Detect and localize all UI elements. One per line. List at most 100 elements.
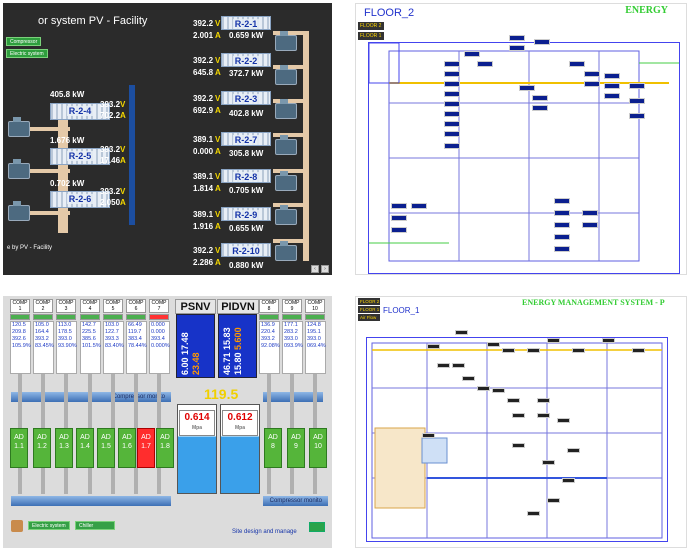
meter-tag[interactable] xyxy=(554,210,570,216)
tab-floor-1[interactable]: FLOOR 1 xyxy=(358,306,380,313)
meter-tag[interactable] xyxy=(391,215,407,221)
meter-tag[interactable] xyxy=(584,71,600,77)
compressor-button[interactable]: Compressor xyxy=(6,37,42,46)
nav-prev-icon[interactable]: ‹ xyxy=(311,265,319,273)
meter-tag[interactable] xyxy=(527,511,540,516)
meter-tag[interactable] xyxy=(444,91,460,97)
meter-tag[interactable] xyxy=(554,234,570,240)
meter-tag[interactable] xyxy=(391,227,407,233)
tab-floor-1[interactable]: FLOOR 1 xyxy=(358,32,384,40)
meter-tag[interactable] xyxy=(532,95,548,101)
meter-tag[interactable] xyxy=(584,81,600,87)
unit-r24[interactable]: R-2-4 xyxy=(50,103,110,120)
tab-floor-2[interactable]: FLOOR 2 xyxy=(358,22,384,30)
meter-tag[interactable] xyxy=(477,386,490,391)
meter-tag[interactable] xyxy=(444,71,460,77)
meter-tag[interactable] xyxy=(509,45,525,51)
meter-tag[interactable] xyxy=(444,143,460,149)
return-icon[interactable] xyxy=(309,522,325,532)
electric-system-button[interactable]: Electric system xyxy=(6,49,48,58)
meter-tag[interactable] xyxy=(422,433,435,438)
tab-floor-2[interactable]: FLOOR 2 xyxy=(358,298,380,305)
meter-tag[interactable] xyxy=(629,98,645,104)
meter-tag[interactable] xyxy=(444,111,460,117)
unit-r27[interactable]: R-2-7 xyxy=(221,132,271,146)
meter-tag[interactable] xyxy=(444,81,460,87)
meter-tag[interactable] xyxy=(562,478,575,483)
meter-tag[interactable] xyxy=(537,413,550,418)
meter-tag[interactable] xyxy=(582,210,598,216)
unit-r22[interactable]: R-2-2 xyxy=(221,53,271,67)
meter-tag[interactable] xyxy=(519,85,535,91)
meter-tag[interactable] xyxy=(452,363,465,368)
meter-tag[interactable] xyxy=(547,338,560,343)
meter-tag[interactable] xyxy=(444,121,460,127)
nav-next-icon[interactable]: › xyxy=(321,265,329,273)
unit-r23[interactable]: R-2-3 xyxy=(221,91,271,105)
meter-tag[interactable] xyxy=(582,222,598,228)
meter-tag[interactable] xyxy=(557,418,570,423)
tab-air-flow[interactable]: Air Flow xyxy=(358,314,380,321)
meter-tag[interactable] xyxy=(567,448,580,453)
meter-tag[interactable] xyxy=(455,330,468,335)
meter-tag[interactable] xyxy=(444,101,460,107)
meter-tag[interactable] xyxy=(444,61,460,67)
unit-r26[interactable]: R-2-6 xyxy=(50,191,110,208)
meter-tag[interactable] xyxy=(509,35,525,41)
meter-tag[interactable] xyxy=(427,344,440,349)
meter-tag[interactable] xyxy=(512,443,525,448)
unit-r29[interactable]: R-2-9 xyxy=(221,207,271,221)
unit-r210[interactable]: R-2-10 xyxy=(221,243,271,257)
meter-tag[interactable] xyxy=(629,83,645,89)
meter-tag[interactable] xyxy=(632,348,645,353)
meter-tag[interactable] xyxy=(444,131,460,137)
meter-tag[interactable] xyxy=(629,113,645,119)
unit-r21[interactable]: R-2-1 xyxy=(221,16,271,30)
meter-tag[interactable] xyxy=(547,498,560,503)
chiller-button[interactable]: Chiller xyxy=(75,521,115,530)
meter-tag[interactable] xyxy=(554,246,570,252)
meter-tag[interactable] xyxy=(512,413,525,418)
meter-tag[interactable] xyxy=(411,203,427,209)
meter-tag[interactable] xyxy=(391,203,407,209)
meter-tag[interactable] xyxy=(477,61,493,67)
meter-tag[interactable] xyxy=(492,388,505,393)
electric-system-button[interactable]: Electric system xyxy=(28,521,70,530)
meter-tag[interactable] xyxy=(464,51,480,57)
meter-tag[interactable] xyxy=(554,198,570,204)
meter-tag[interactable] xyxy=(527,348,540,353)
meter-tag[interactable] xyxy=(554,222,570,228)
meter-tag[interactable] xyxy=(502,348,515,353)
meter-tag[interactable] xyxy=(537,398,550,403)
meter-tag[interactable] xyxy=(604,83,620,89)
meter-tag[interactable] xyxy=(604,93,620,99)
meter-tag[interactable] xyxy=(487,342,500,347)
meter-tag[interactable] xyxy=(437,363,450,368)
unit-r28[interactable]: R-2-8 xyxy=(221,169,271,183)
meter-tag[interactable] xyxy=(542,460,555,465)
meter-tag[interactable] xyxy=(507,398,520,403)
meter-tag[interactable] xyxy=(532,105,548,111)
meter-tag[interactable] xyxy=(602,338,615,343)
meter-tag[interactable] xyxy=(569,61,585,67)
